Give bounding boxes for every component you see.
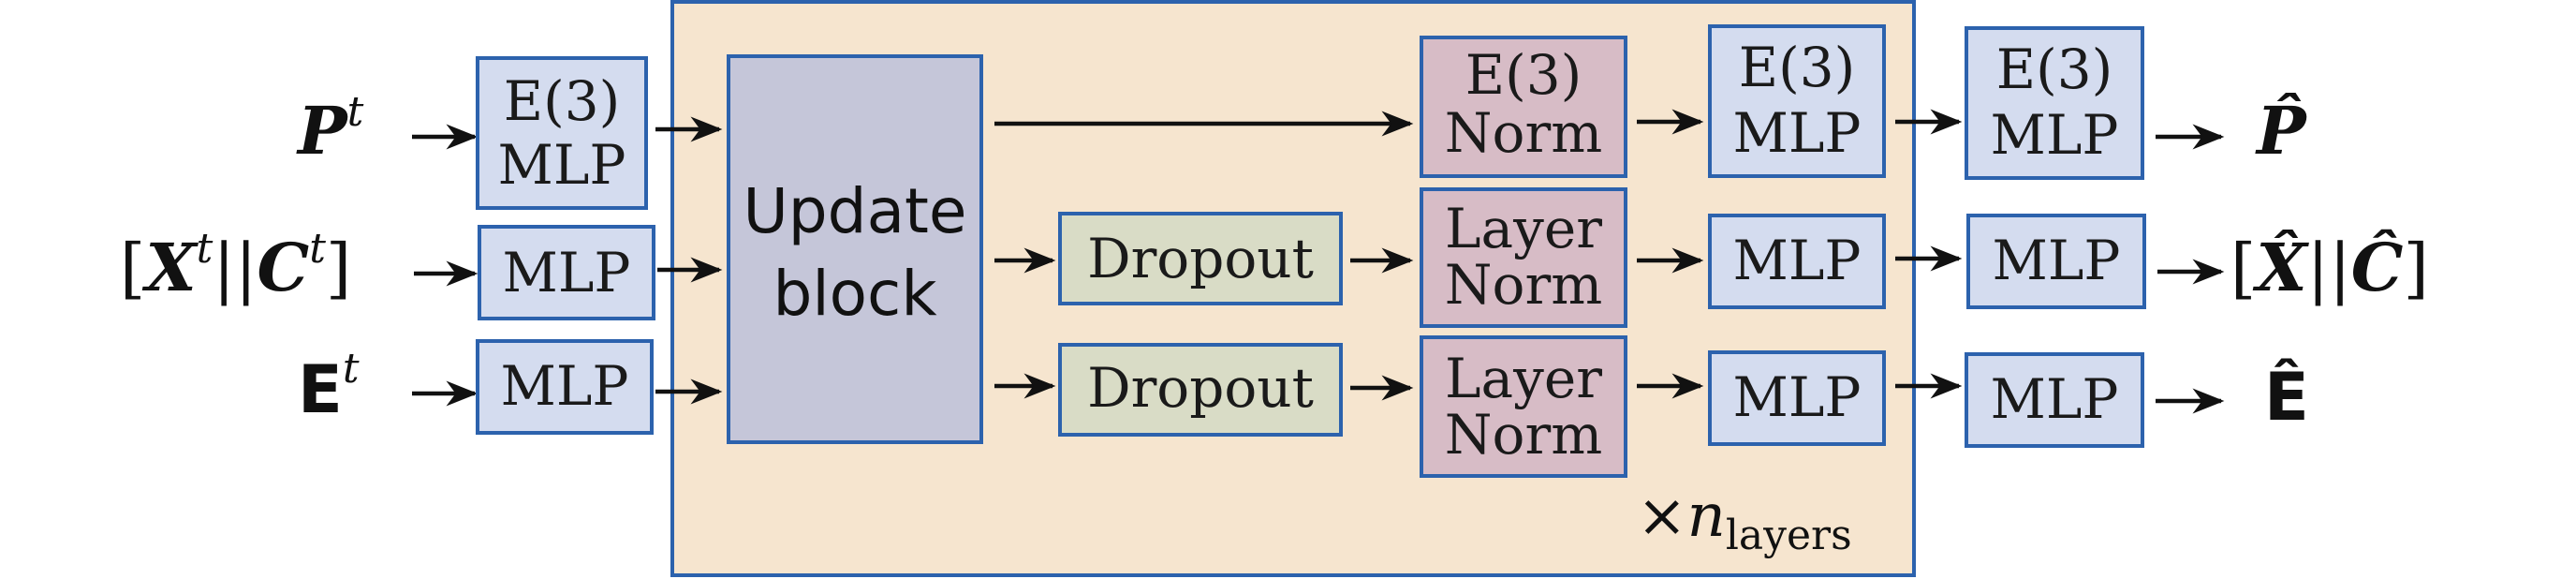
- output-mlp-p: E(3) MLP: [1965, 26, 2144, 180]
- layer-norm-2-line1: Layer: [1445, 347, 1602, 410]
- output-p-label: P̂: [2255, 92, 2308, 170]
- input-e-label: Et: [298, 345, 360, 428]
- input-x-base: X: [141, 229, 199, 306]
- output-mlp-xc: MLP: [1966, 214, 2146, 309]
- e3-norm-line1: E(3): [1465, 43, 1582, 107]
- input-e-base: E: [298, 351, 343, 428]
- repeat-sub: layers: [1726, 512, 1852, 559]
- input-c-sup: t: [309, 225, 326, 273]
- input-mlp-p: E(3) MLP: [476, 56, 648, 210]
- update-block-line1: Update: [743, 175, 966, 247]
- input-mlp-e-label: MLP: [501, 354, 629, 418]
- input-xc-label: [Xt||Ct]: [120, 225, 351, 306]
- output-xc-label: [X̂||Ĉ]: [2230, 229, 2429, 306]
- svg-text:Pt: Pt: [296, 88, 364, 170]
- layer-norm-1-line1: Layer: [1445, 197, 1602, 260]
- input-mlp-p-line2: MLP: [498, 133, 626, 197]
- input-mlp-e: MLP: [476, 339, 654, 435]
- output-mlp-p-line2: MLP: [1991, 103, 2119, 167]
- e3-norm-line2: Norm: [1445, 101, 1602, 165]
- inner-mlp-p-line2: MLP: [1733, 101, 1862, 165]
- e3-norm: E(3) Norm: [1420, 36, 1627, 178]
- svg-text:Et: Et: [298, 345, 360, 428]
- dropout-1: Dropout: [1058, 212, 1343, 305]
- inner-mlp-e: MLP: [1708, 350, 1886, 446]
- inner-mlp-p: E(3) MLP: [1708, 24, 1886, 178]
- inner-mlp-xc: MLP: [1708, 214, 1886, 309]
- output-xc-sep: ||: [2307, 230, 2351, 306]
- layer-norm-2: Layer Norm: [1420, 335, 1627, 478]
- output-mlp-e-label: MLP: [1991, 367, 2119, 431]
- update-block-line2: block: [773, 258, 937, 330]
- input-xc-close: ]: [326, 230, 351, 306]
- repeat-times: ×: [1637, 482, 1687, 551]
- input-p-base: P: [296, 92, 349, 170]
- input-mlp-xc: MLP: [478, 225, 655, 320]
- svg-text:[Xt||Ct]: [Xt||Ct]: [120, 225, 351, 306]
- layer-norm-2-line2: Norm: [1445, 403, 1602, 467]
- inner-mlp-p-line1: E(3): [1739, 36, 1856, 99]
- layer-norm-1: Layer Norm: [1420, 187, 1627, 328]
- inner-mlp-xc-label: MLP: [1733, 229, 1862, 292]
- input-xc-open: [: [120, 230, 145, 306]
- update-block: Update block: [727, 54, 983, 444]
- output-mlp-xc-label: MLP: [1993, 229, 2121, 292]
- input-mlp-p-line1: E(3): [504, 69, 621, 133]
- dropout-2: Dropout: [1058, 343, 1343, 437]
- dropout-2-label: Dropout: [1087, 356, 1314, 420]
- dropout-1-label: Dropout: [1087, 227, 1314, 290]
- input-xc-sep: ||: [213, 230, 257, 306]
- input-p-sup: t: [347, 88, 364, 136]
- input-c-base: C: [257, 229, 309, 306]
- output-xc-open: [: [2230, 230, 2256, 306]
- repeat-label: ×nlayers: [1637, 482, 1852, 559]
- input-e-sup: t: [343, 345, 360, 393]
- output-mlp-e: MLP: [1965, 352, 2144, 448]
- output-c-hat: Ĉ: [2351, 229, 2404, 306]
- output-xc-close: ]: [2404, 230, 2429, 306]
- repeat-n: n: [1687, 482, 1726, 551]
- output-mlp-p-line1: E(3): [1996, 37, 2113, 101]
- output-e-label: Ê: [2264, 359, 2309, 436]
- output-x-hat: X̂: [2252, 229, 2309, 306]
- inner-mlp-e-label: MLP: [1733, 365, 1862, 429]
- layer-norm-1-line2: Norm: [1445, 253, 1602, 317]
- input-x-sup: t: [197, 225, 213, 273]
- input-mlp-xc-label: MLP: [503, 241, 631, 304]
- input-p-label: Pt: [296, 88, 364, 170]
